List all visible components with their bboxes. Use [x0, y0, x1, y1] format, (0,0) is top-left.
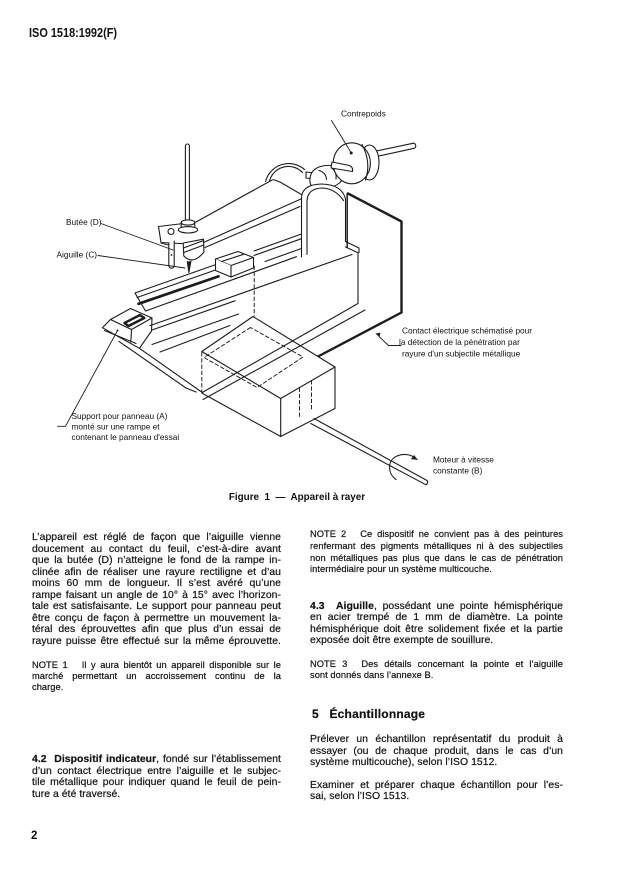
svg-text:rayure d'un subjectile métalli: rayure d'un subjectile métallique [402, 349, 521, 359]
svg-text:constante (B): constante (B) [433, 466, 483, 476]
svg-text:Aiguille (C): Aiguille (C) [57, 250, 98, 260]
svg-text:Contact électrique schématisé: Contact électrique schématisé pour [402, 326, 532, 336]
svg-text:monté sur une rampe et: monté sur une rampe et [72, 422, 161, 432]
svg-text:Contrepoids: Contrepoids [341, 109, 386, 119]
svg-text:Butée (D): Butée (D) [66, 217, 102, 227]
svg-text:Support pour panneau (A): Support pour panneau (A) [72, 411, 168, 421]
svg-text:Moteur à vitesse: Moteur à vitesse [433, 455, 494, 465]
svg-text:contenant le panneau d'essai: contenant le panneau d'essai [72, 432, 180, 442]
svg-text:la détection de la pénétration: la détection de la pénétration par [399, 337, 520, 347]
